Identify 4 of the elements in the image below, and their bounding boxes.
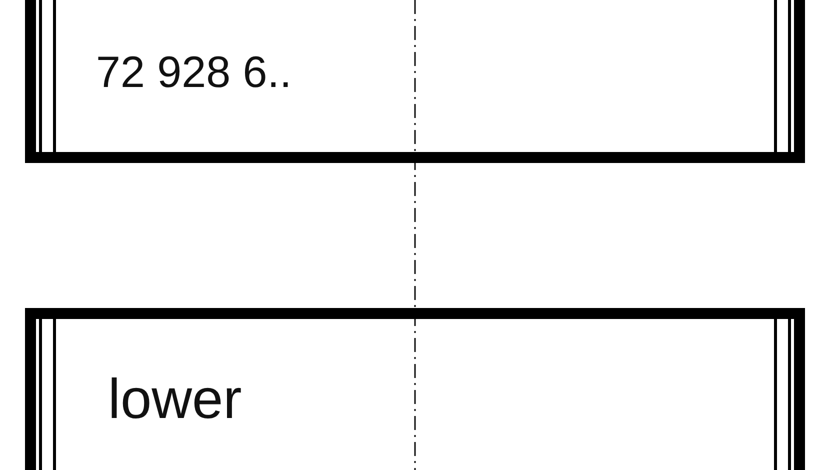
part-number: 72 928 6.. xyxy=(96,51,292,95)
shell-label: lower xyxy=(108,371,242,427)
bearing-shell xyxy=(25,0,805,163)
bearing-shell xyxy=(25,308,805,470)
